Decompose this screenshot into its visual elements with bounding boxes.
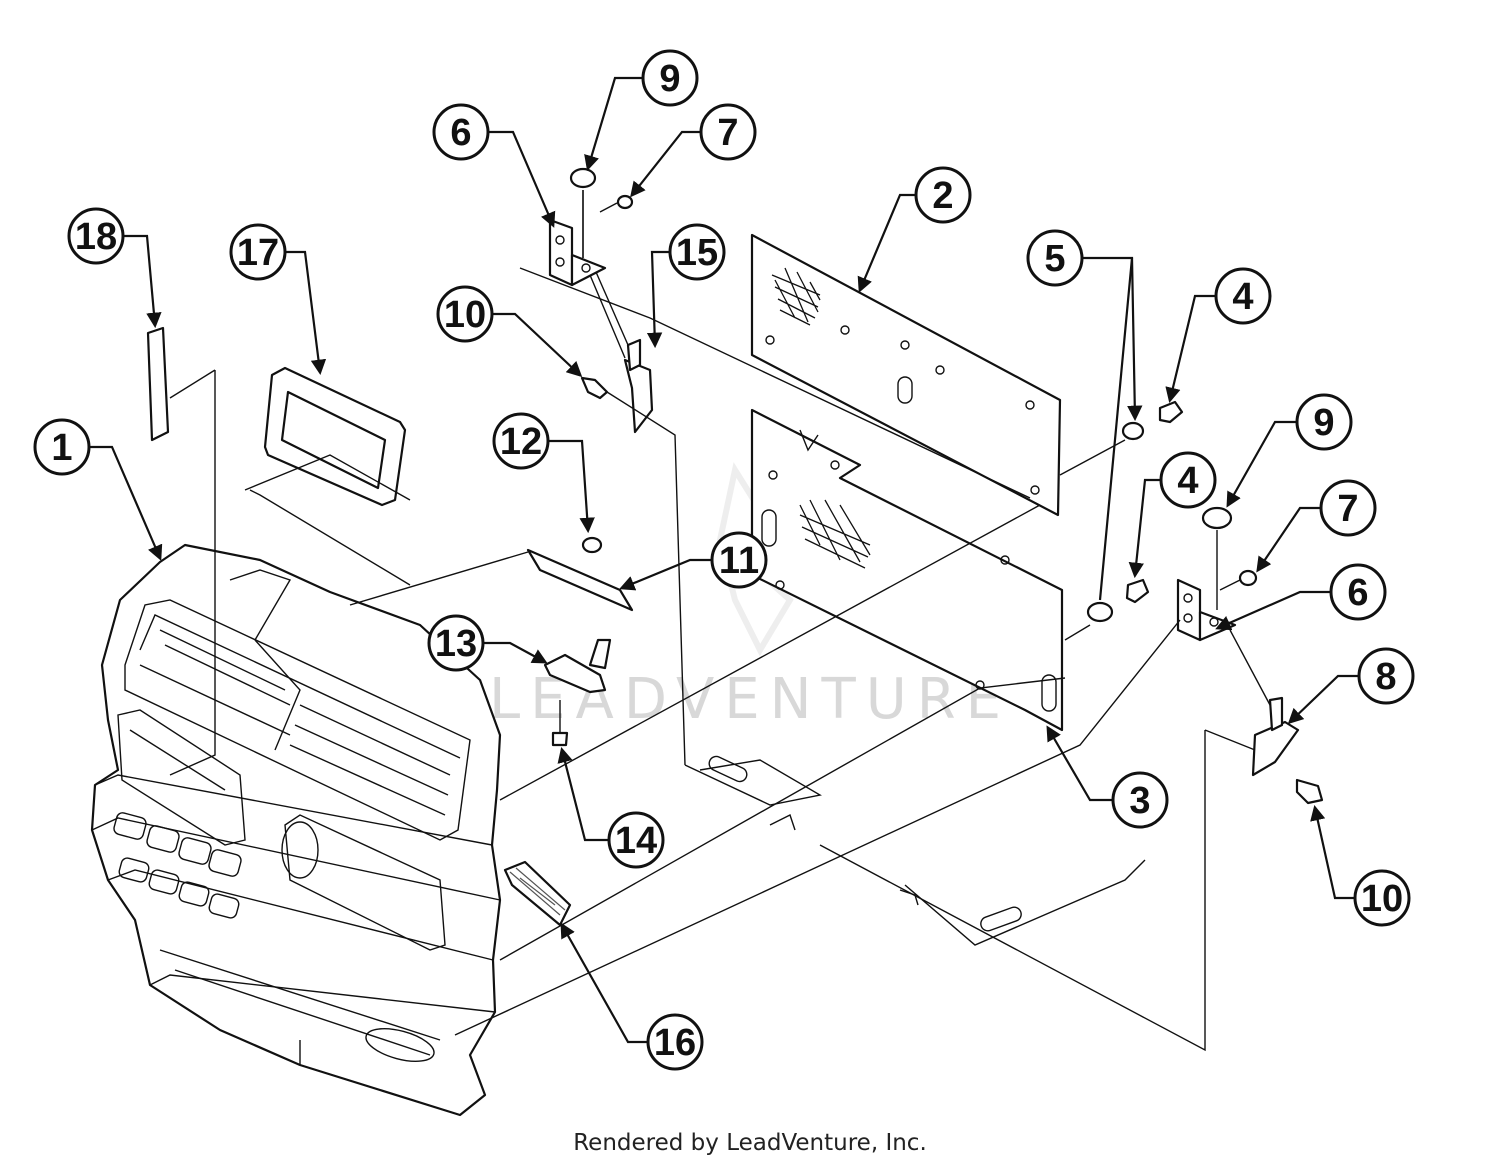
callout-7-right-label: 7 [1337,488,1358,530]
callout-15: 15 [668,223,726,281]
foam-block-part [503,860,572,927]
callout-9-right-label: 9 [1313,402,1334,444]
callout-4-lower-label: 4 [1177,460,1198,502]
upper-panel-mesh [771,267,821,326]
decal-strip-part [146,326,170,442]
callout-1: 1 [33,418,91,476]
callout-15-label: 15 [676,232,718,274]
callout-5-label: 5 [1044,238,1065,280]
callout-6-right: 6 [1329,563,1387,621]
callout-11: 11 [710,531,768,589]
lower-panel-mesh [799,499,871,569]
callout-6-right-label: 6 [1347,572,1368,614]
callout-3-label: 3 [1129,780,1150,822]
callout-17: 17 [229,223,287,281]
callout-5: 5 [1026,229,1084,287]
callout-13: 13 [427,614,485,672]
callout-12-label: 12 [500,421,542,463]
callout-10-right-label: 10 [1361,878,1403,920]
lower-panel-part [750,408,1064,732]
callout-2: 2 [914,166,972,224]
callout-8: 8 [1357,647,1415,705]
callout-1-label: 1 [51,427,72,469]
callout-9-top: 9 [641,49,699,107]
hood-grille-part [90,543,502,1117]
callout-18: 18 [67,207,125,265]
footer-credit: Rendered by LeadVenture, Inc. [573,1130,927,1156]
callout-7-left-label: 7 [717,112,738,154]
callout-14-label: 14 [615,820,657,862]
hardware-parts [526,167,1324,805]
callout-16: 16 [646,1013,704,1071]
callout-11-label: 11 [719,540,759,582]
upper-panel-part [750,233,1062,517]
callout-9-top-label: 9 [659,58,680,100]
callout-6-left-label: 6 [450,112,471,154]
assembly-lines [169,190,1271,1052]
callout-14: 14 [607,811,665,869]
callout-9-right: 9 [1295,393,1353,451]
callout-6-left: 6 [432,103,490,161]
callout-8-label: 8 [1375,656,1396,698]
callout-4-upper-label: 4 [1232,276,1253,318]
callout-4-lower: 4 [1159,451,1217,509]
callout-10-right: 10 [1353,869,1411,927]
leader-lines [88,76,1358,1044]
callout-2-label: 2 [932,175,953,217]
callout-4-upper: 4 [1214,267,1272,325]
callout-7-left: 7 [699,103,757,161]
bottom-plate-part [684,755,1146,946]
callout-10-left-label: 10 [444,294,486,336]
callout-13-label: 13 [435,623,477,665]
callout-7-right: 7 [1319,479,1377,537]
callout-3: 3 [1111,771,1169,829]
callout-12: 12 [492,412,550,470]
gasket-part [263,366,407,507]
callout-18-label: 18 [75,216,117,258]
callout-16-label: 16 [654,1022,696,1064]
callout-10-left: 10 [436,285,494,343]
callout-17-label: 17 [237,232,279,274]
